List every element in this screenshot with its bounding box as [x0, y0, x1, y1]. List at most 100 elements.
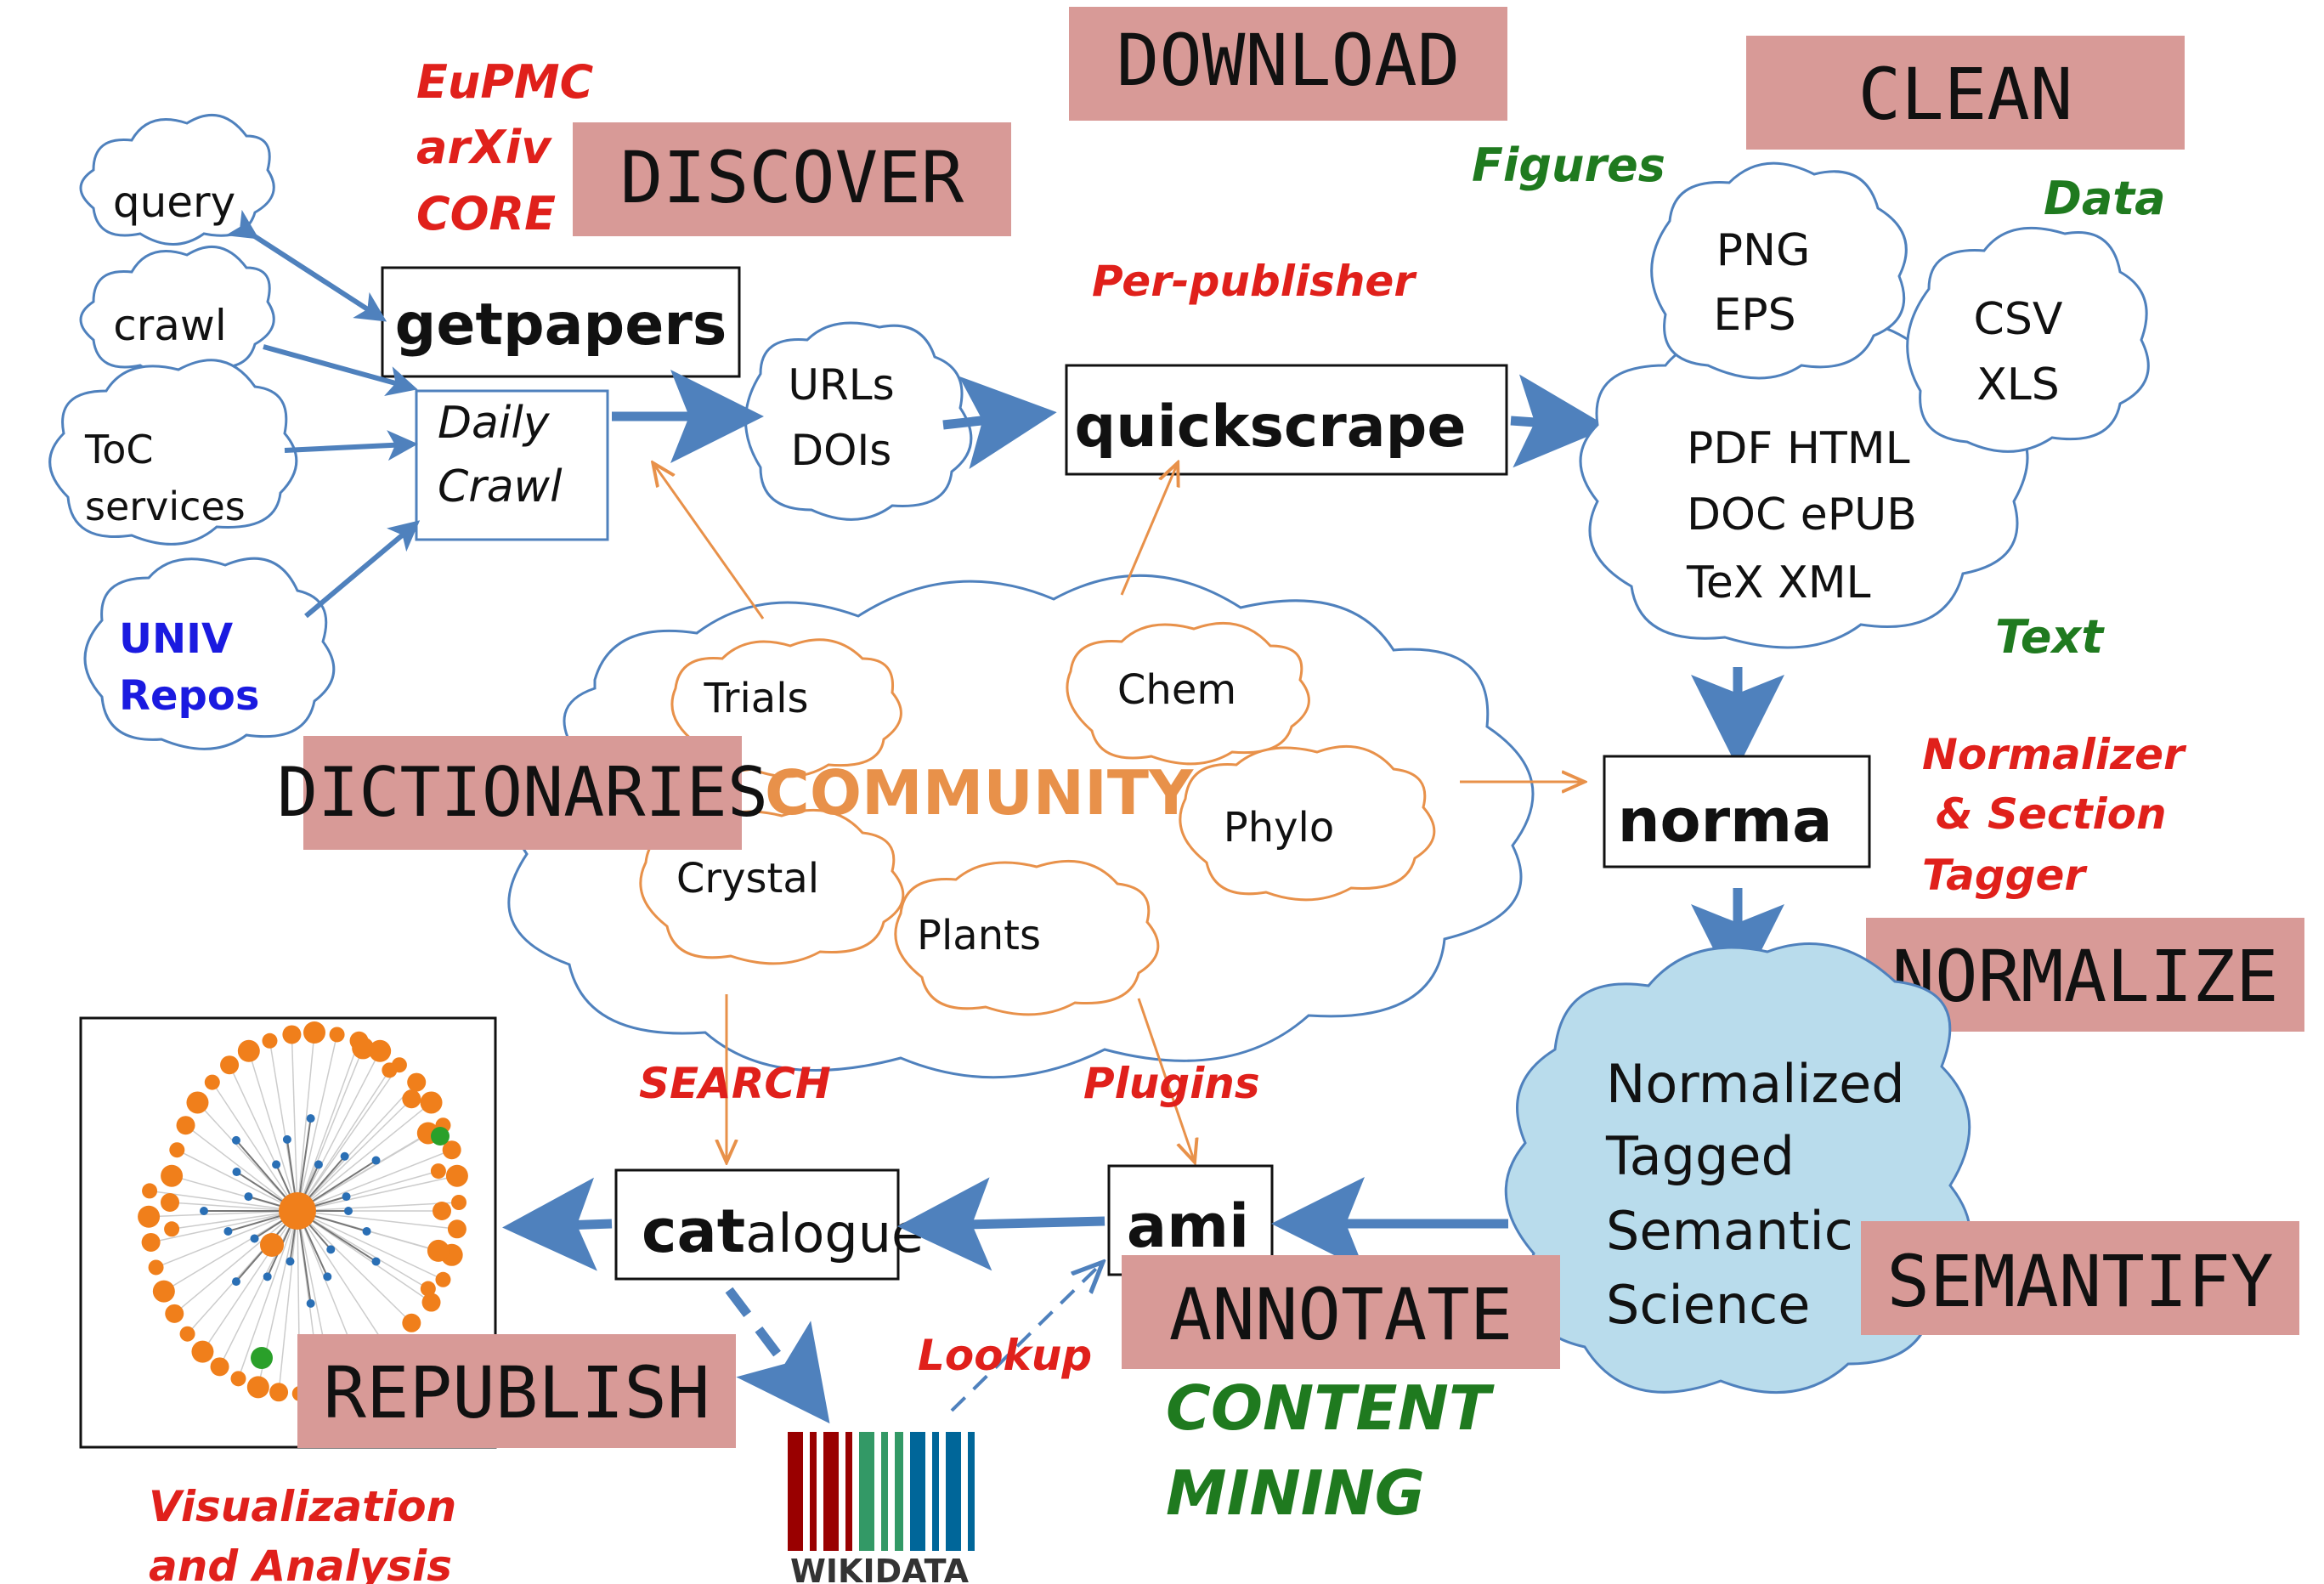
wikidata-label: WIKIDATA — [790, 1553, 970, 1584]
graph-edge — [185, 1124, 298, 1212]
community-arrows — [654, 465, 1582, 1160]
wikidata-logo: WIKIDATA — [773, 1432, 986, 1584]
stage-semantify: SEMANTIFY — [1861, 1221, 2299, 1335]
cloud-chem-label: Chem — [1117, 666, 1236, 714]
graph-node — [152, 1280, 175, 1303]
arrow-ami-to-catalogue — [897, 1177, 1105, 1271]
graph-edge — [297, 1032, 315, 1212]
cloud-crystal-label: Crystal — [676, 855, 819, 902]
catalogue-label-rest: alogue — [745, 1202, 924, 1264]
graph-node — [427, 1239, 450, 1262]
graph-node — [303, 1021, 325, 1044]
graph-node — [250, 1234, 259, 1243]
graph-node — [402, 1313, 421, 1332]
cloud-univ-label-2: Repos — [119, 672, 259, 720]
cloud-chem: Chem — [1066, 621, 1310, 766]
graph-node — [371, 1257, 381, 1266]
graph-edge — [297, 1040, 360, 1212]
graph-edge — [297, 1082, 417, 1212]
daily-crawl-label-2: Crawl — [438, 461, 563, 512]
graph-node — [420, 1281, 436, 1297]
cloud-toc-label-2: services — [85, 484, 246, 529]
stage-semantify-label: SEMANTIFY — [1886, 1240, 2273, 1323]
stage-republish-label: REPUBLISH — [323, 1351, 710, 1434]
graph-edge — [297, 1202, 460, 1212]
stage-normalize-label: NORMALIZE — [1891, 935, 2278, 1018]
graph-edge — [150, 1210, 298, 1243]
graph-node — [262, 1032, 278, 1049]
arrow-wikidata-lookup — [950, 1264, 1100, 1412]
normalizer-label-3: Tagger — [1922, 851, 2088, 900]
stage-clean: CLEAN — [1746, 36, 2185, 150]
cloud-phylo-label: Phylo — [1224, 804, 1334, 851]
graph-edge — [297, 1210, 457, 1230]
graph-node — [161, 1193, 179, 1212]
graph-node — [352, 1037, 375, 1060]
graph-node — [430, 1163, 446, 1180]
stage-download-label: DOWNLOAD — [1117, 19, 1461, 102]
visualization-label-1: Visualization — [149, 1482, 456, 1531]
cloud-query-label: query — [113, 178, 235, 227]
graph-node — [286, 1257, 295, 1266]
graph-edge — [237, 1210, 298, 1379]
stage-discover-label: DISCOVER — [620, 136, 964, 219]
cloud-univ-repos: UNIV Repos — [83, 557, 336, 750]
stage-download: DOWNLOAD — [1069, 7, 1507, 121]
getpapers-label: getpapers — [395, 291, 727, 359]
graph-node — [382, 1062, 398, 1078]
normalized-line-2: Tagged — [1605, 1125, 1795, 1187]
graph-node — [200, 1207, 208, 1215]
format-eps: EPS — [1713, 290, 1795, 341]
graph-node — [263, 1272, 272, 1281]
mining-label: MINING — [1166, 1457, 1425, 1529]
cloud-trials-label: Trials — [703, 675, 808, 722]
format-png: PNG — [1716, 225, 1811, 276]
source-eupmc: EuPMC — [416, 55, 594, 109]
lookup-label: Lookup — [918, 1331, 1092, 1380]
graph-node — [237, 1039, 260, 1062]
graph-node — [447, 1219, 466, 1239]
graph-node — [223, 1226, 233, 1236]
format-csv: CSV — [1974, 294, 2063, 345]
graph-node — [230, 1371, 246, 1387]
graph-edge — [297, 1034, 338, 1212]
community-title: COMMUNITY — [765, 757, 1194, 829]
graph-node — [141, 1232, 161, 1252]
graph-node — [231, 1277, 240, 1287]
graph-edge — [212, 1082, 298, 1212]
graph-node — [161, 1164, 184, 1187]
graph-node — [186, 1091, 209, 1114]
graph-edge — [297, 1132, 429, 1212]
graph-edge — [149, 1210, 298, 1218]
graph-node — [282, 1134, 291, 1144]
graph-node — [407, 1072, 427, 1092]
norma-box: norma — [1603, 755, 1871, 868]
content-label: CONTENT — [1166, 1372, 1495, 1444]
arrow-urls-to-quickscrape — [942, 376, 1057, 469]
cloud-phylo: Phylo — [1179, 744, 1436, 902]
normalizer-label-2: & Section — [1936, 789, 2167, 839]
graph-edge — [297, 1069, 390, 1212]
graph-node — [342, 1192, 351, 1202]
normalized-line-1: Normalized — [1606, 1053, 1905, 1115]
graph-edge — [297, 1210, 429, 1290]
graph-edge — [297, 1050, 381, 1212]
catalogue-box: catalogue — [614, 1168, 924, 1281]
graph-node — [323, 1272, 332, 1281]
quickscrape-box: quickscrape — [1065, 364, 1508, 476]
graph-edge — [297, 1098, 412, 1212]
format-doc-line-3: TeX XML — [1686, 557, 1871, 608]
stage-republish: REPUBLISH — [297, 1334, 736, 1448]
visualization-label-2: and Analysis — [149, 1542, 452, 1584]
graph-hub-node — [279, 1192, 316, 1230]
getpapers-box: getpapers — [381, 266, 741, 378]
graph-edge — [297, 1101, 433, 1212]
norma-label: norma — [1618, 786, 1833, 856]
graph-node — [269, 1383, 289, 1402]
per-publisher-label: Per-publisher — [1092, 257, 1417, 306]
graph-edge — [297, 1210, 390, 1353]
source-core: CORE — [416, 187, 556, 240]
stage-discover: DISCOVER — [573, 122, 1011, 236]
graph-node — [246, 1376, 269, 1399]
graph-node-highlight — [431, 1127, 450, 1146]
